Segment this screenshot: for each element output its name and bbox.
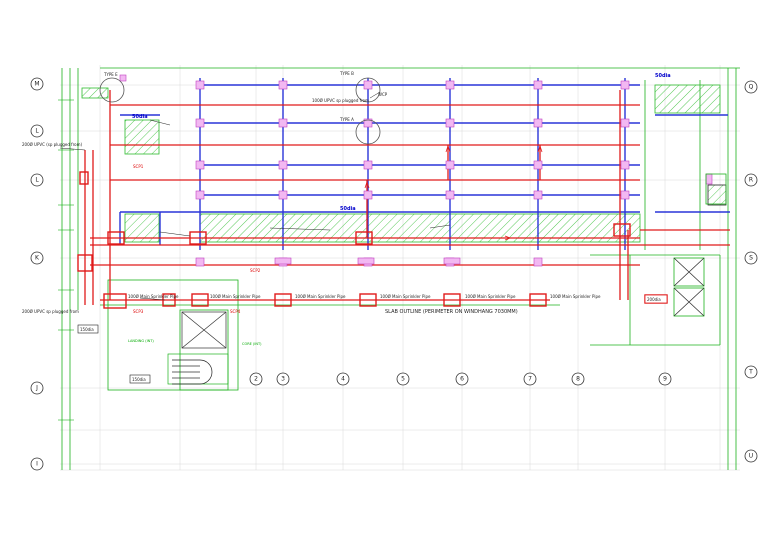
blue-pipes-horizontal xyxy=(120,84,730,213)
main-sprinkler-pipe-4: 100Ø Main Sprinkler Pipe xyxy=(380,294,431,299)
tag-150dia-1: 150dia xyxy=(80,327,94,332)
annotations: TYPE E TYPE B TYPE A WCP SCP1 SCP2 SCP3 … xyxy=(22,71,601,346)
slab-outline-label: SLAB OUTLINE (PERIMETER ON WINDHANG 7030… xyxy=(385,309,518,315)
grid-row-i: I xyxy=(36,461,38,468)
type-circles xyxy=(99,77,381,145)
background-grid xyxy=(60,65,740,471)
main-sprinkler-pipe-1: 100Ø Main Sprinkler Pipe xyxy=(128,294,179,299)
upvc-note-top: 100Ø UPVC sp plugged from xyxy=(312,98,369,103)
wcp-label: WCP xyxy=(378,92,388,97)
stair-core xyxy=(167,311,229,385)
grid-col-6: 6 xyxy=(460,376,464,383)
red-sprinkler-pipes xyxy=(84,90,730,305)
grid-row-l-extra: L xyxy=(35,177,39,184)
grid-row-q: Q xyxy=(749,84,754,91)
grid-row-s: S xyxy=(749,255,753,262)
tag-50dia-2: 50dia xyxy=(340,206,356,212)
main-sprinkler-pipe-3: 100Ø Main Sprinkler Pipe xyxy=(295,294,346,299)
green-dimension-lines xyxy=(61,67,740,470)
grid-bubbles-columns: 2 3 4 5 6 7 8 9 xyxy=(249,372,672,386)
grid-col-8: 8 xyxy=(576,376,580,383)
tag-50dia-3: 50dia xyxy=(132,114,148,120)
grid-bubbles-right: Q R S T U xyxy=(744,80,758,463)
flow-arrows xyxy=(364,144,543,241)
upvc-note-left-1: 200Ø UPVC (sp plugged from) xyxy=(22,142,82,147)
grid-row-r: R xyxy=(749,177,753,184)
leader-lines xyxy=(59,91,451,301)
grid-col-9: 9 xyxy=(663,376,667,383)
hatched-zones xyxy=(81,84,727,243)
upvc-note-left-2: 200Ø UPVC sp plugged from xyxy=(22,309,79,314)
type-b-label: TYPE B xyxy=(339,71,354,76)
scp4-label: SCP4 xyxy=(230,309,241,314)
core-label: CORE (INT) xyxy=(242,342,262,346)
lift-shaft xyxy=(673,173,727,317)
main-sprinkler-pipe-6: 100Ø Main Sprinkler Pipe xyxy=(550,294,601,299)
grid-col-3: 3 xyxy=(281,376,285,383)
grid-row-t: T xyxy=(748,369,753,376)
grid-col-5: 5 xyxy=(401,376,405,383)
type-a-label: TYPE A xyxy=(339,117,354,122)
tag-50dia-1: 50dia xyxy=(655,73,671,79)
tag-200dia: 200dia xyxy=(647,297,661,302)
dia-tags: 150dia 150dia 200dia 50dia 50dia 50dia xyxy=(77,73,671,384)
scp2-label: SCP2 xyxy=(250,268,261,273)
grid-row-u: U xyxy=(749,453,753,460)
grid-row-m: M xyxy=(34,81,39,88)
grid-col-4: 4 xyxy=(341,376,345,383)
landing-label: LANDING (INT) xyxy=(128,339,154,343)
type-e-label: TYPE E xyxy=(103,72,118,77)
main-sprinkler-pipe-5: 100Ø Main Sprinkler Pipe xyxy=(465,294,516,299)
tag-150dia-2: 150dia xyxy=(132,377,146,382)
scp3-label: SCP3 xyxy=(133,309,144,314)
grid-row-j: J xyxy=(35,385,38,392)
grid-col-7: 7 xyxy=(528,376,532,383)
grid-row-l: L xyxy=(35,128,39,135)
grid-bubbles-left: M L L K J I xyxy=(30,77,44,471)
grid-col-2: 2 xyxy=(254,376,258,383)
grid-row-k: K xyxy=(35,255,40,262)
scp1-label: SCP1 xyxy=(133,164,144,169)
main-sprinkler-pipe-2: 100Ø Main Sprinkler Pipe xyxy=(210,294,261,299)
left-dimension-ticks xyxy=(58,99,74,421)
